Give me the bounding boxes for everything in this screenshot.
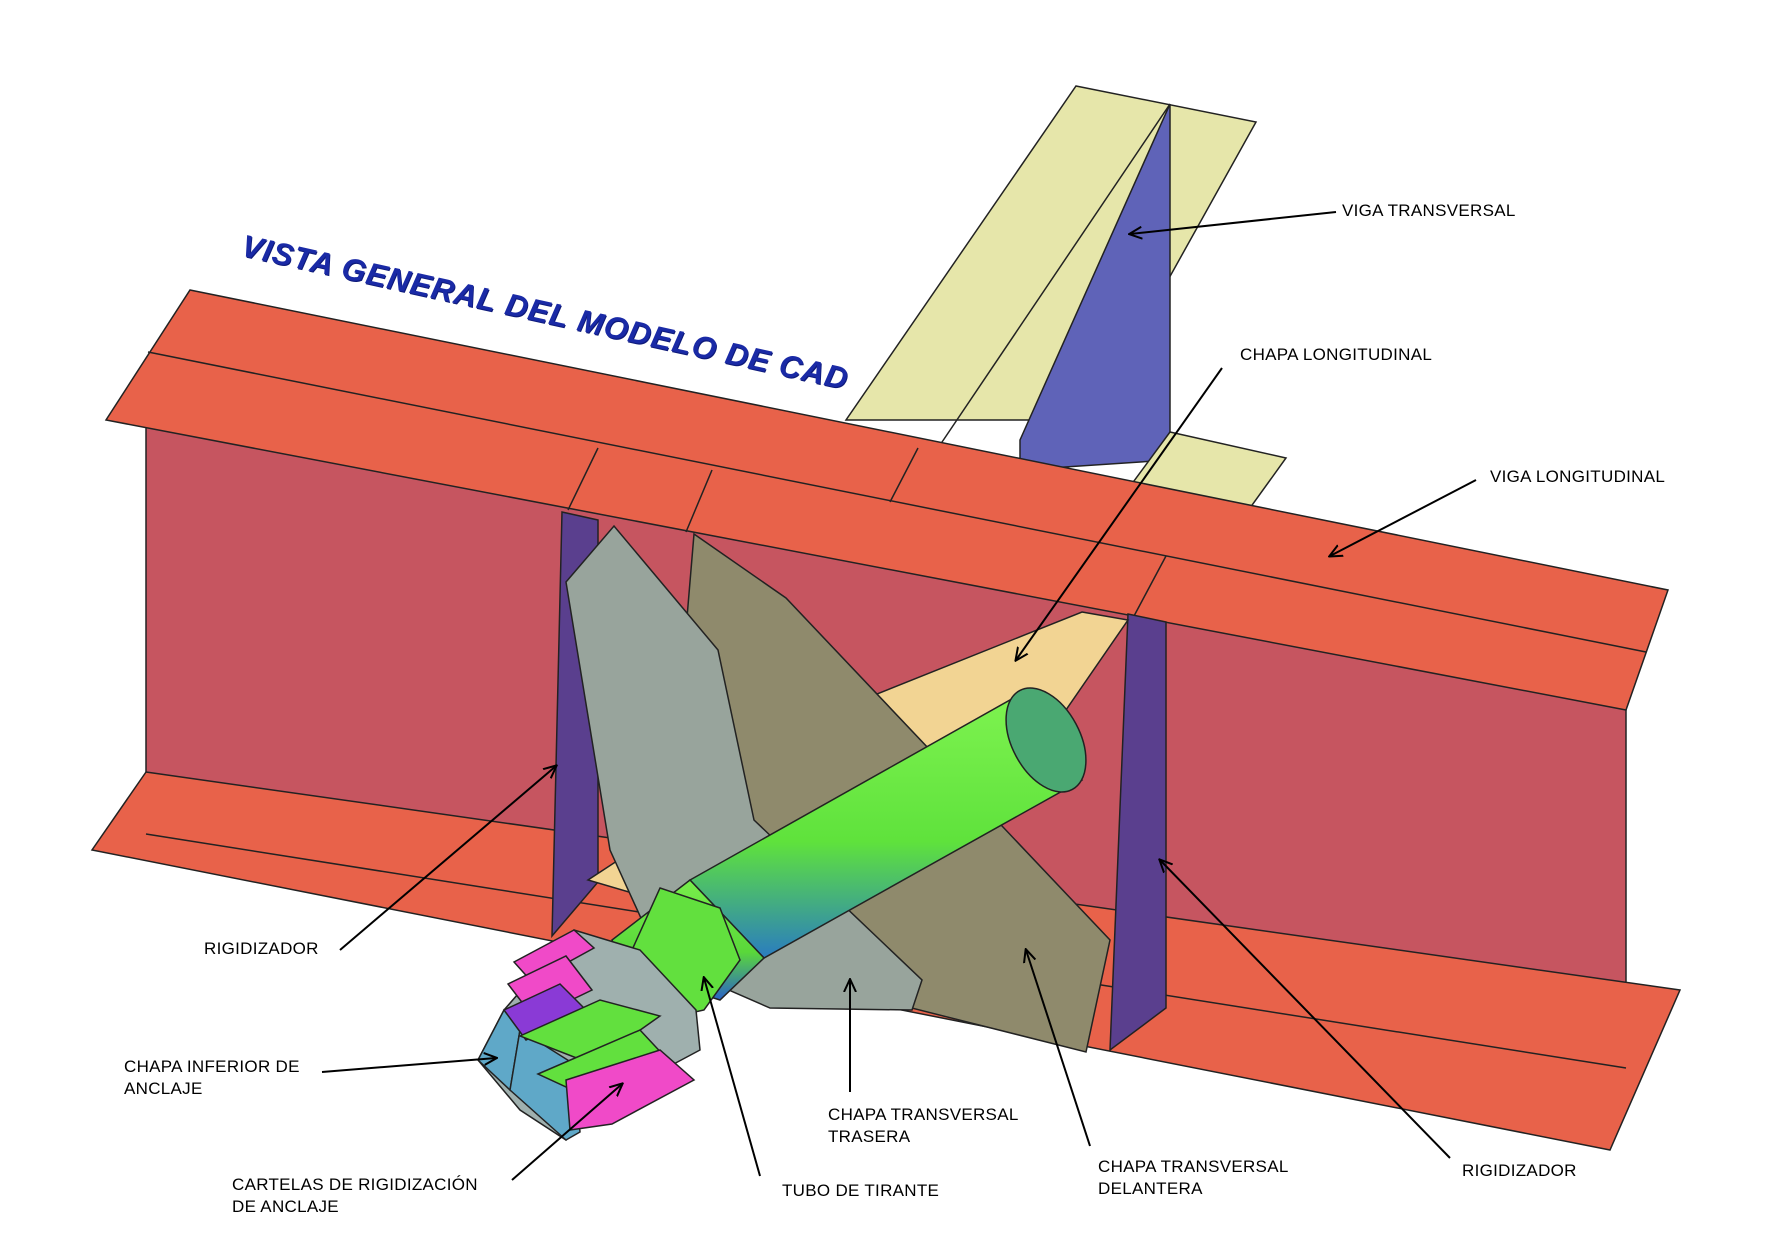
arrow-viga-transversal (1130, 211, 1337, 234)
arrow-tubo-tirante (704, 978, 761, 1177)
label-tubo-tirante: TUBO DE TIRANTE (782, 1181, 940, 1200)
arrow-chapa-longitudinal (1016, 367, 1223, 660)
label-chapa-trasera-line1: CHAPA TRANSVERSAL (828, 1105, 1019, 1124)
anchor-assembly (477, 929, 701, 1141)
label-chapa-delantera: CHAPA TRANSVERSAL DELANTERA (1098, 1156, 1289, 1200)
chapa-transversal-trasera-shape (565, 524, 923, 1011)
cartela-4 (565, 1049, 696, 1131)
arrow-cartelas (511, 1084, 622, 1181)
annotation-arrows (321, 211, 1477, 1181)
tubo-end-cap (1005, 687, 1087, 793)
label-cartelas-line1: CARTELAS DE RIGIDIZACIÓN (232, 1175, 478, 1194)
anchor-tube-segment-1 (518, 999, 662, 1065)
arrow-viga-longitudinal (1330, 479, 1477, 556)
label-chapa-delantera-line2: DELANTERA (1098, 1179, 1203, 1198)
arrow-chapa-inferior (321, 1058, 496, 1073)
rigidizador-right-shape (1109, 613, 1167, 1052)
label-rigidizador-right: RIGIDIZADOR (1462, 1161, 1577, 1180)
top-flange-edge (147, 351, 1647, 653)
label-viga-transversal: VIGA TRANSVERSAL (1342, 201, 1516, 220)
label-chapa-trasera-line2: TRASERA (828, 1127, 911, 1146)
arrow-chapa-delantera (1026, 950, 1091, 1147)
viga-transversal (844, 85, 1288, 509)
label-chapa-inferior-line1: CHAPA INFERIOR DE (124, 1057, 300, 1076)
label-chapa-longitudinal: CHAPA LONGITUDINAL (1240, 345, 1433, 364)
label-chapa-delantera-line1: CHAPA TRANSVERSAL (1098, 1157, 1289, 1176)
label-chapa-inferior-line2: ANCLAJE (124, 1079, 203, 1098)
arrow-rigidizador-right (1160, 860, 1451, 1159)
label-chapa-inferior-anclaje: CHAPA INFERIOR DE ANCLAJE (124, 1056, 300, 1100)
label-chapa-trasera: CHAPA TRANSVERSAL TRASERA (828, 1104, 1019, 1148)
label-cartelas-line2: DE ANCLAJE (232, 1197, 339, 1216)
label-cartelas: CARTELAS DE RIGIDIZACIÓN DE ANCLAJE (232, 1174, 478, 1218)
viga-transversal-flange-line (937, 103, 1171, 449)
label-viga-longitudinal: VIGA LONGITUDINAL (1490, 467, 1666, 486)
top-flange-joint-3 (889, 447, 919, 503)
top-flange-joint-4 (1133, 555, 1167, 617)
top-flange-joint-1 (567, 447, 599, 511)
label-rigidizador-left: RIGIDIZADOR (204, 939, 319, 958)
arrow-rigidizador-left (339, 766, 556, 951)
top-flange-joint-2 (685, 469, 713, 533)
